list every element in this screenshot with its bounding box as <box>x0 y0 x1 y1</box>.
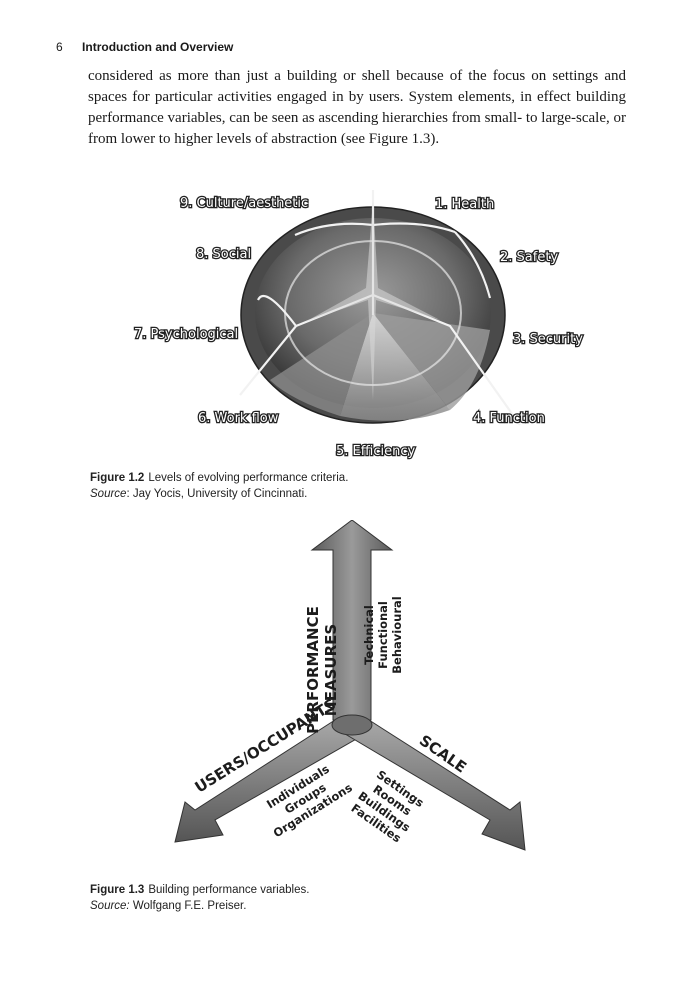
running-title: Introduction and Overview <box>82 40 234 54</box>
performance-variables-diagram: PERFORMANCE MEASURES Technical Functiona… <box>174 520 526 851</box>
wheel-star <box>305 200 440 400</box>
performance-item-technical: Technical <box>362 605 376 665</box>
figure-1-3-caption-text: Building performance variables. <box>148 884 310 896</box>
figure-1-3-source-text: Wolfgang F.E. Preiser. <box>132 900 247 912</box>
segment-workflow <box>270 313 373 416</box>
segment-efficiency <box>340 313 450 421</box>
performance-items-group: Technical Functional Behavioural <box>362 596 404 673</box>
figure-1-2-label: Figure 1.2 <box>90 472 145 484</box>
performance-item-functional: Functional <box>376 601 390 669</box>
axes-hub <box>331 714 373 736</box>
figure-1-2-source-text: : Jay Yocis, University of Cincinnati. <box>126 488 308 500</box>
performance-title-2: MEASURES <box>322 624 340 716</box>
segment-function <box>373 313 490 410</box>
figure-1-2: 1. Health 2. Safety 3. Security 4. Funct… <box>0 180 676 500</box>
figure-1-3-label: Figure 1.3 <box>90 884 145 896</box>
body-paragraph: considered as more than just a building … <box>88 68 626 147</box>
performance-title-1: PERFORMANCE <box>304 606 322 734</box>
label-social: 8. Social <box>196 247 251 262</box>
performance-wheel-diagram: 1. Health 2. Safety 3. Security 4. Funct… <box>133 190 585 460</box>
figure-1-2-source-label: Source <box>90 488 127 500</box>
figure-1-3-source-label: Source: <box>90 900 130 912</box>
label-safety: 2. Safety <box>500 250 558 265</box>
label-health: 1. Health <box>435 197 494 212</box>
label-function: 4. Function <box>473 411 545 426</box>
figure-1-3: PERFORMANCE MEASURES Technical Functiona… <box>0 520 676 920</box>
performance-title-group: PERFORMANCE MEASURES <box>304 606 340 734</box>
label-psychological: 7. Psychological <box>134 327 238 342</box>
arrow-users <box>174 719 374 843</box>
page-number: 6 <box>56 40 63 54</box>
label-security: 3. Security <box>513 332 583 347</box>
scale-items-group: Settings Rooms Buildings Facilities <box>349 767 427 845</box>
label-workflow: 6. Work flow <box>198 411 279 426</box>
label-efficiency: 5. Efficiency <box>336 444 415 459</box>
label-culture: 9. Culture/aesthetic <box>180 196 308 211</box>
running-head: 6 Introduction and Overview <box>56 40 233 54</box>
arrow-performance <box>310 520 394 721</box>
performance-item-behavioural: Behavioural <box>390 596 404 673</box>
arrow-scale <box>333 719 526 851</box>
figure-1-2-caption-text: Levels of evolving performance criteria. <box>148 472 349 484</box>
